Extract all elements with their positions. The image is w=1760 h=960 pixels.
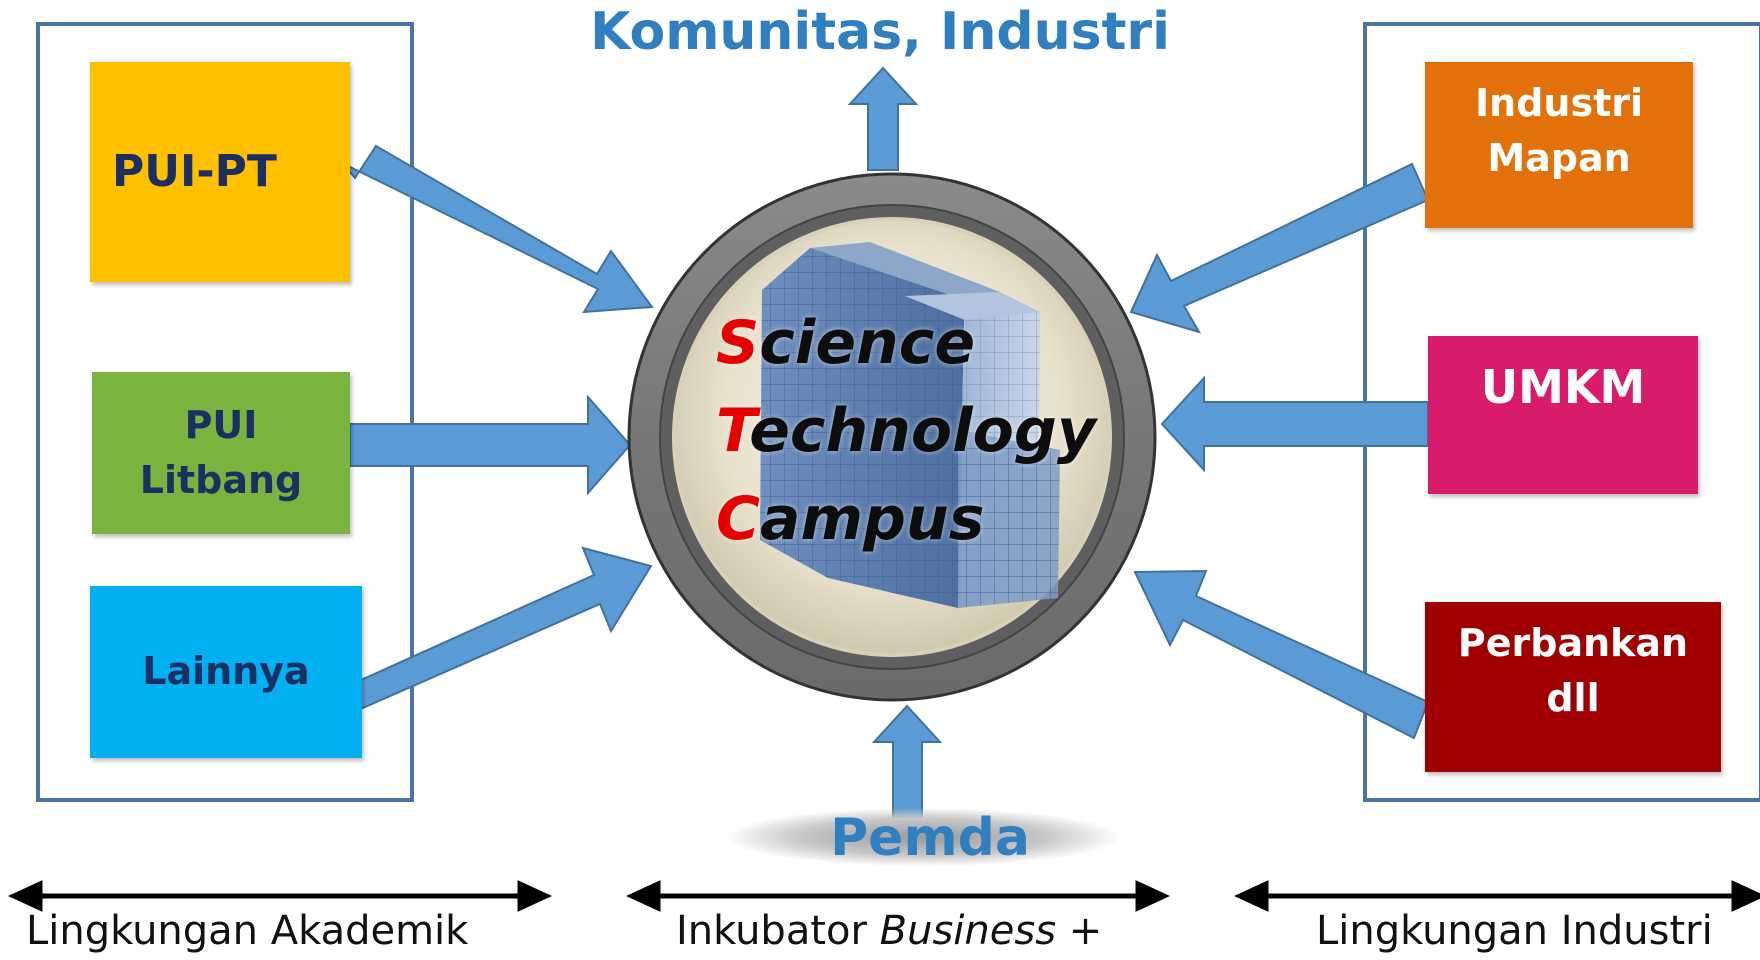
axis-arrows — [8, 880, 1760, 912]
arrow-pui-pt — [341, 144, 654, 314]
box-pui-litbang-line1: PUI — [184, 402, 258, 447]
arrow-lainnya — [347, 546, 653, 716]
label-academic-environment: Lingkungan Akademik — [26, 908, 469, 954]
box-perbankan-line1: Perbankan — [1457, 621, 1689, 665]
stc-campus: Campus — [716, 484, 984, 554]
box-industri-mapan: Industri Mapan — [1425, 62, 1693, 228]
flow-arrows — [341, 66, 1430, 821]
label-industry-environment: Lingkungan Industri — [1316, 908, 1713, 954]
stc-science-initial: S — [716, 308, 760, 378]
top-label-community-industry: Komunitas, Industri — [590, 2, 1170, 62]
box-umkm: UMKM — [1428, 336, 1698, 494]
pemda-shadow — [728, 808, 1118, 866]
box-umkm-line1: UMKM — [1480, 360, 1646, 414]
arrow-pemda — [871, 704, 943, 821]
label-incubator-prefix: Inkubator — [676, 908, 880, 954]
box-perbankan: Perbankan dll — [1425, 602, 1721, 772]
label-incubator-business: Business — [879, 908, 1057, 954]
building-illustration — [760, 242, 1060, 608]
stc-campus-initial: C — [716, 484, 761, 554]
arrow-industri-mapan — [1129, 162, 1430, 334]
box-perbankan-line2: dll — [1546, 676, 1600, 721]
box-industri-mapan-line2: Mapan — [1487, 136, 1631, 181]
stc-campus-rest: ampus — [760, 484, 985, 554]
box-lainnya: Lainnya — [90, 586, 362, 758]
stc-technology-initial: T — [716, 396, 750, 466]
box-pui-litbang-line2: Litbang — [139, 458, 303, 502]
arrow-up-to-community — [847, 66, 919, 171]
stc-science-rest: cience — [759, 308, 976, 378]
pemda-label: Pemda — [830, 808, 1030, 868]
left-group-frame — [36, 22, 414, 802]
label-incubator-suffix: + — [1056, 908, 1103, 954]
box-industri-mapan-line1: Industri — [1475, 81, 1643, 125]
stc-science: Science — [716, 308, 975, 378]
box-pui-pt-line1: PUI-PT — [112, 146, 277, 198]
arrow-pui-litbang — [349, 394, 632, 496]
stc-technology: Technology — [716, 396, 1096, 466]
box-pui-pt: PUI-PT — [90, 62, 350, 282]
arrow-perbankan — [1133, 569, 1430, 740]
box-pui-litbang: PUI Litbang — [92, 372, 350, 534]
label-business-incubator: Inkubator Business + — [676, 908, 1102, 954]
stc-technology-rest: echnology — [749, 396, 1096, 466]
arrow-umkm — [1160, 375, 1429, 473]
box-lainnya-line1: Lainnya — [142, 649, 310, 694]
